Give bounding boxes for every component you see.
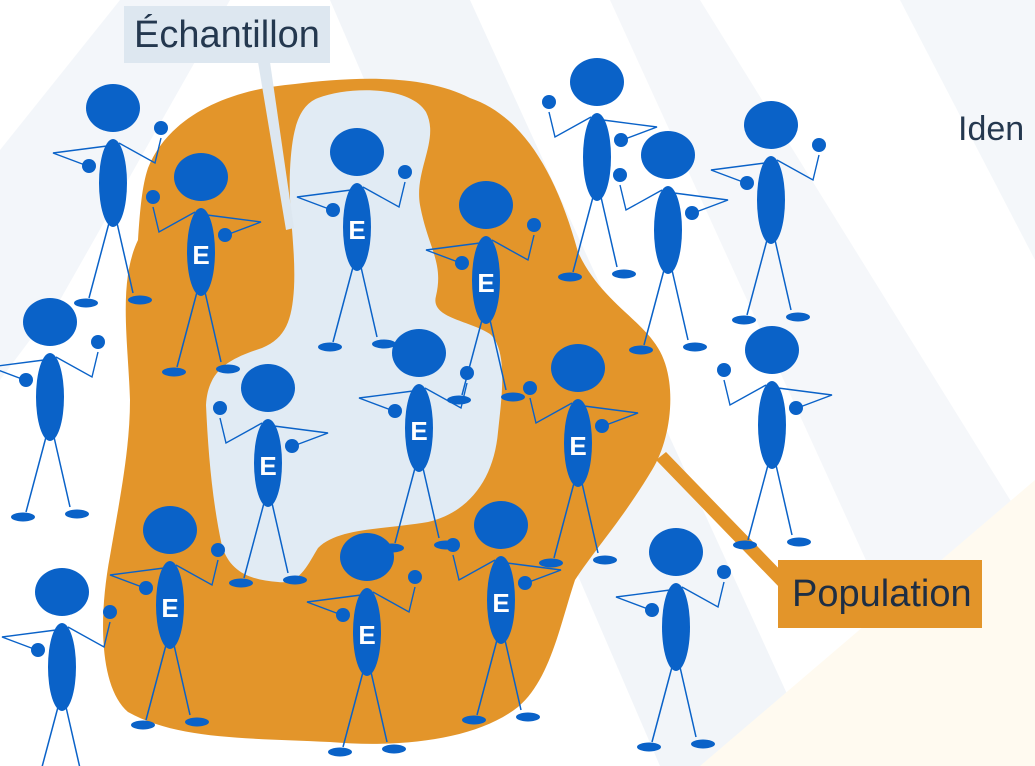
sample-person-figure: E bbox=[109, 506, 225, 730]
sample-person-figure: E bbox=[296, 128, 412, 352]
sample-marker-text: E bbox=[161, 593, 178, 623]
population-leader-line bbox=[656, 452, 790, 588]
sample-marker-text: E bbox=[348, 215, 365, 245]
person-figure bbox=[615, 528, 731, 752]
sample-person-figure: E bbox=[358, 329, 474, 553]
population-label: Population bbox=[778, 560, 982, 628]
person-figure bbox=[52, 84, 168, 308]
sample-label-text: Échantillon bbox=[134, 13, 320, 56]
person-figure bbox=[542, 58, 658, 282]
sample-marker-text: E bbox=[358, 620, 375, 650]
person-figure bbox=[710, 101, 826, 325]
population-label-text: Population bbox=[792, 573, 972, 615]
sample-marker-text: E bbox=[492, 588, 509, 618]
sample-person-figure: E bbox=[146, 153, 262, 377]
sample-marker-text: E bbox=[410, 416, 427, 446]
person-figure bbox=[613, 131, 729, 355]
sample-person-figure: E bbox=[425, 181, 541, 405]
sample-person-figure: E bbox=[446, 501, 562, 725]
people-figures: E E E E E E E E E bbox=[0, 58, 833, 766]
person-figure bbox=[717, 326, 833, 550]
truncated-heading-text: Iden bbox=[958, 110, 1025, 148]
sample-leader-line bbox=[258, 62, 294, 230]
sample-person-figure: E bbox=[523, 344, 639, 568]
person-figure bbox=[0, 298, 105, 522]
sample-person-figure: E bbox=[306, 533, 422, 757]
sample-marker-text: E bbox=[192, 240, 209, 270]
person-figure bbox=[1, 568, 117, 766]
sample-marker-text: E bbox=[569, 431, 586, 461]
sample-label: Échantillon bbox=[124, 6, 330, 63]
sample-marker-text: E bbox=[259, 451, 276, 481]
sample-marker-text: E bbox=[477, 268, 494, 298]
sample-person-figure: E bbox=[213, 364, 329, 588]
